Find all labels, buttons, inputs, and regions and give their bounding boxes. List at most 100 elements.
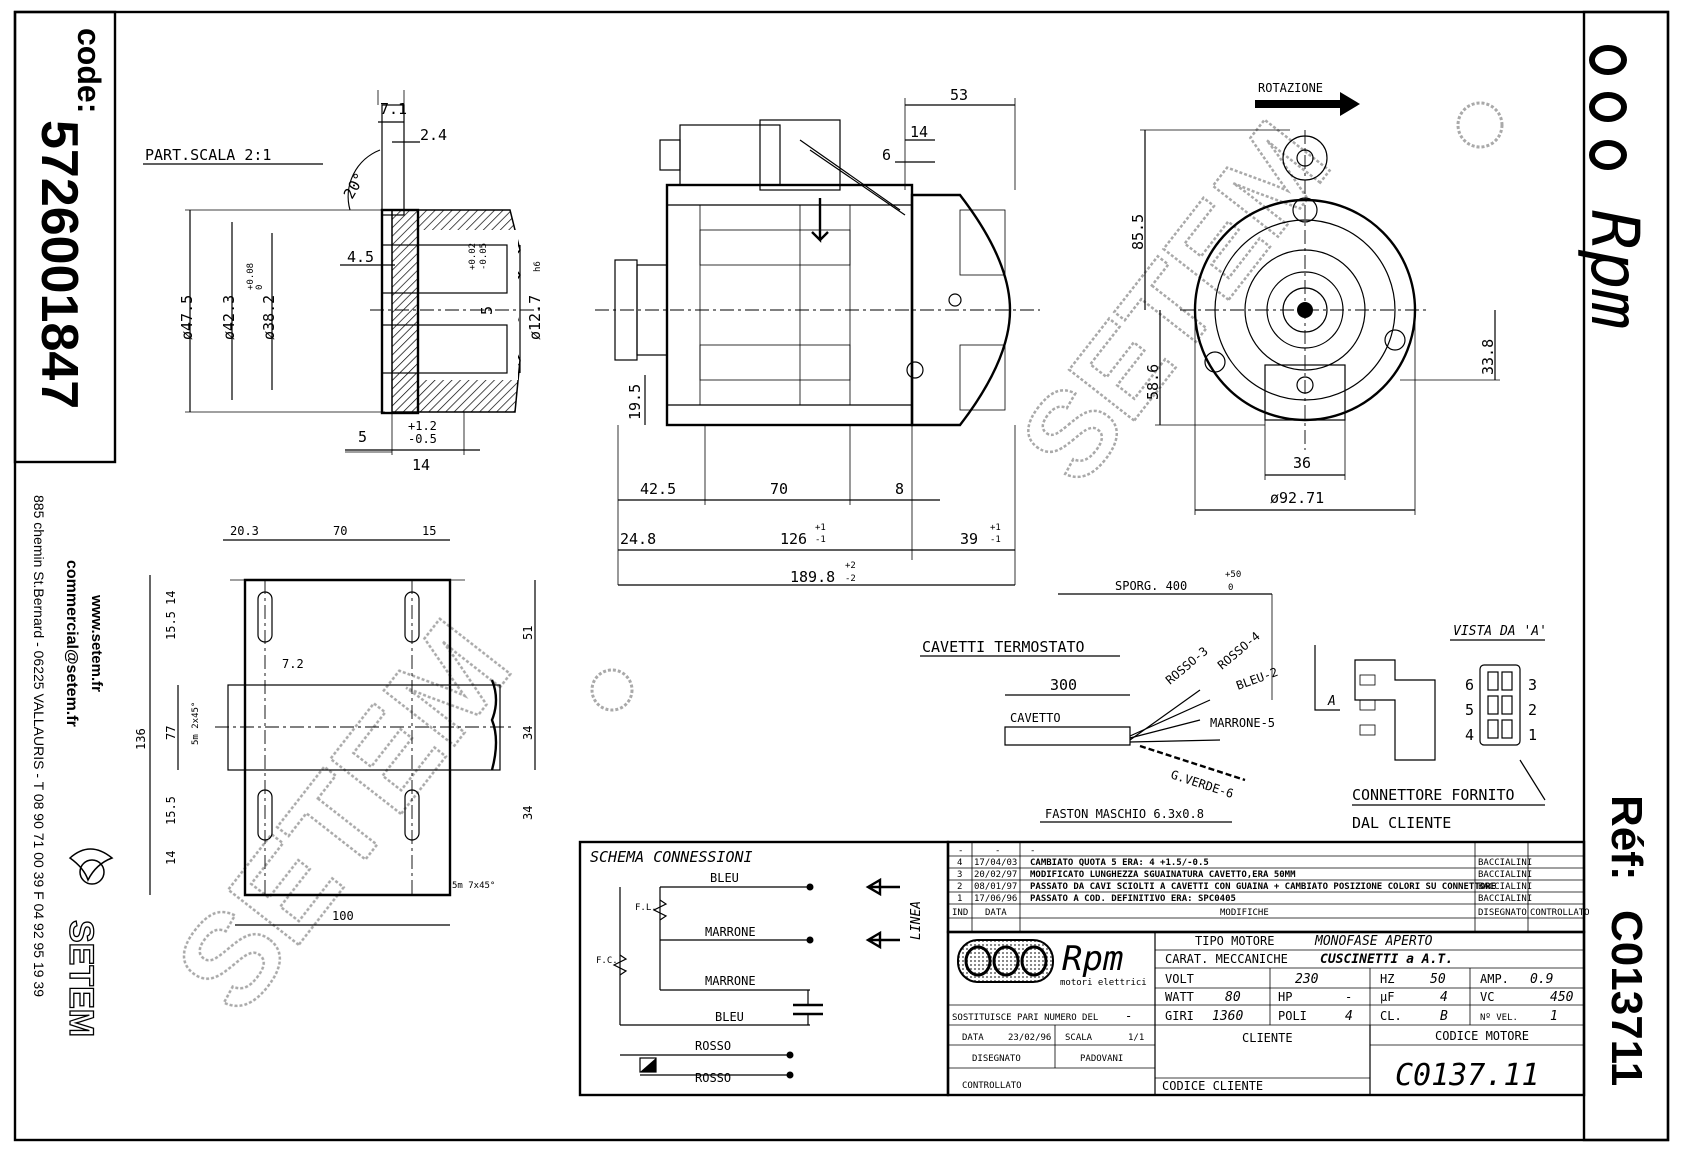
schema-rosso-1: ROSSO	[695, 1039, 731, 1053]
detail-title: PART.SCALA 2:1	[145, 146, 271, 164]
pin-5: 5	[1465, 701, 1474, 719]
hz: 50	[1430, 972, 1446, 987]
poli: 4	[1345, 1009, 1353, 1024]
rotation-label: ROTAZIONE	[1258, 81, 1323, 95]
base-plate-view: 20.3 70 15 51 136 77 15.5 14 7.2 34 34 1…	[134, 524, 536, 926]
linea-arrow-1	[865, 877, 900, 897]
dim-36: 36	[1293, 454, 1311, 472]
title-logo-sub: motori elettrici	[1060, 978, 1147, 988]
dim-5: 5	[358, 428, 367, 446]
rev-1-text: PASSATO A COD. DEFINITIVO ERA: SPC0405	[1030, 894, 1236, 904]
dim-70-side: 70	[770, 480, 788, 498]
rev-1-n: 1	[957, 894, 962, 904]
connector-a: A	[1327, 694, 1336, 709]
dim-0-02: +0.02	[468, 243, 478, 270]
wiring-view: SPORG. 400 +50 0 CAVETTI TERMOSTATO 300 …	[920, 570, 1547, 832]
dim-h6: h6	[533, 261, 543, 272]
dim-136: 136	[134, 728, 148, 750]
dim-14-top: 14	[164, 591, 178, 605]
dim-92-71: ø92.71	[1270, 489, 1324, 507]
rev-col-modifiche: MODIFICHE	[1220, 908, 1269, 918]
sporgenza: SPORG. 400	[1115, 579, 1187, 593]
uf: 4	[1440, 990, 1448, 1005]
sporg-tol-top: +50	[1225, 570, 1241, 580]
wire-rosso-4: ROSSO-4	[1215, 629, 1263, 672]
hz-label: HZ	[1380, 972, 1394, 986]
ref-label: Réf:	[1602, 795, 1651, 881]
dim-34-right: 34	[521, 726, 535, 740]
code-label: code:	[71, 28, 107, 113]
schema-connessioni: SCHEMA CONNESSIONI BLEU MARRONE MARRONE …	[578, 840, 950, 1097]
rev-header-1: -	[958, 846, 963, 856]
dim-14-side: 14	[910, 123, 928, 141]
setem-bird-logo	[68, 848, 114, 885]
rev-1-by: BACCIALINI	[1478, 894, 1532, 904]
codice-cliente-label: CODICE CLIENTE	[1162, 1079, 1263, 1093]
schema-fc: F.C.	[596, 956, 618, 966]
codice-motore-label: CODICE MOTORE	[1435, 1029, 1529, 1043]
uf-label: µF	[1380, 990, 1394, 1004]
cl-label: CL.	[1380, 1009, 1402, 1023]
schema-title: SCHEMA CONNESSIONI	[590, 848, 753, 866]
nvel-label: Nº VEL.	[1480, 1013, 1518, 1023]
rev-1-date: 17/06/96	[974, 894, 1017, 904]
wire-bleu-2: BLEU-2	[1234, 665, 1280, 693]
rev-4-date: 17/04/03	[974, 858, 1017, 868]
schema-fl: F.L.	[635, 903, 657, 913]
data-value: 23/02/96	[1008, 1033, 1051, 1043]
carat: CUSCINETTI a A.T.	[1320, 952, 1453, 967]
address: 885 chemin St.Bernard - 06225 VALLAURIS …	[31, 495, 47, 997]
dim-4-5: 4.5	[347, 248, 374, 266]
wire-marrone-5: MARRONE-5	[1210, 716, 1275, 730]
connettore-line1: CONNETTORE FORNITO	[1352, 786, 1515, 804]
hp-label: HP	[1278, 990, 1292, 1004]
code-value: 5726001847	[30, 120, 88, 409]
schema-marrone-2: MARRONE	[705, 974, 756, 988]
linea-arrow-2	[865, 930, 900, 950]
dim-38-2: ø38.2	[260, 295, 278, 340]
dim-0-05: -0.05	[479, 243, 489, 270]
rotation-arrow	[1255, 92, 1360, 116]
dim-47-5: ø47.5	[178, 295, 196, 340]
email: commercial@setem.fr	[63, 560, 80, 727]
dim-20-deg: 20°	[340, 170, 369, 202]
dim-126-tol-bot: -1	[815, 535, 826, 545]
vista-da-a: VISTA DA 'A'	[1453, 624, 1547, 639]
rev-4-by: BACCIALINI	[1478, 858, 1532, 868]
cl: B	[1440, 1009, 1448, 1024]
tipo-motore: MONOFASE APERTO	[1314, 934, 1433, 949]
right-sidebar: Rpm Réf: C013711	[1576, 10, 1670, 1142]
schema-bleu-2: BLEU	[715, 1010, 744, 1024]
chamfer-2x45: 5m 2x45°	[191, 702, 201, 745]
wire-g-verde-6: G.VERDE-6	[1169, 768, 1235, 801]
rev-2-by: BACCIALINI	[1478, 882, 1532, 892]
dim-24-8: 24.8	[620, 530, 656, 548]
connettore-line2: DAL CLIENTE	[1352, 814, 1451, 832]
dim-126: 126	[780, 530, 807, 548]
cavetto: CAVETTO	[1010, 711, 1061, 725]
schema-rosso-2: ROSSO	[695, 1071, 731, 1085]
rev-4-text: CAMBIATO QUOTA 5 ERA: 4 +1.5/-0.5	[1030, 858, 1209, 868]
dim-42-3: ø42.3	[220, 295, 238, 340]
rev-col-controllato: CONTROLLATO	[1530, 908, 1590, 918]
rev-col-disegnato: DISEGNATO	[1478, 908, 1527, 918]
dim-5-tol-top: +1.2	[408, 419, 437, 433]
title-logo-text: Rpm	[1062, 939, 1123, 979]
dim-33-8: 33.8	[1479, 339, 1497, 375]
dim-100: 100	[332, 909, 354, 923]
rev-2-date: 08/01/97	[974, 882, 1017, 892]
rev-3-text: MODIFICATO LUNGHEZZA SGUAINATURA CAVETTO…	[1030, 870, 1296, 880]
dim-85-5: 85.5	[1129, 214, 1147, 250]
rev-2-n: 2	[957, 882, 962, 892]
sporg-tol-bot: 0	[1228, 583, 1233, 593]
sostituisce-label: SOSTITUISCE PARI NUMERO DEL	[952, 1013, 1098, 1023]
rev-2-text: PASSATO DA CAVI SCIOLTI A CAVETTI CON GU…	[1030, 882, 1496, 892]
ref-value: C013711	[1602, 910, 1651, 1086]
faston: FASTON MASCHIO 6.3x0.8	[1045, 807, 1204, 821]
dim-38-tol-top: +0.08	[246, 263, 256, 290]
dim-126-tol-top: +1	[815, 523, 826, 533]
dim-39: 39	[960, 530, 978, 548]
vc-label: VC	[1480, 990, 1494, 1004]
volt-label: VOLT	[1165, 972, 1194, 986]
codice-motore: C0137.11	[1395, 1058, 1540, 1093]
